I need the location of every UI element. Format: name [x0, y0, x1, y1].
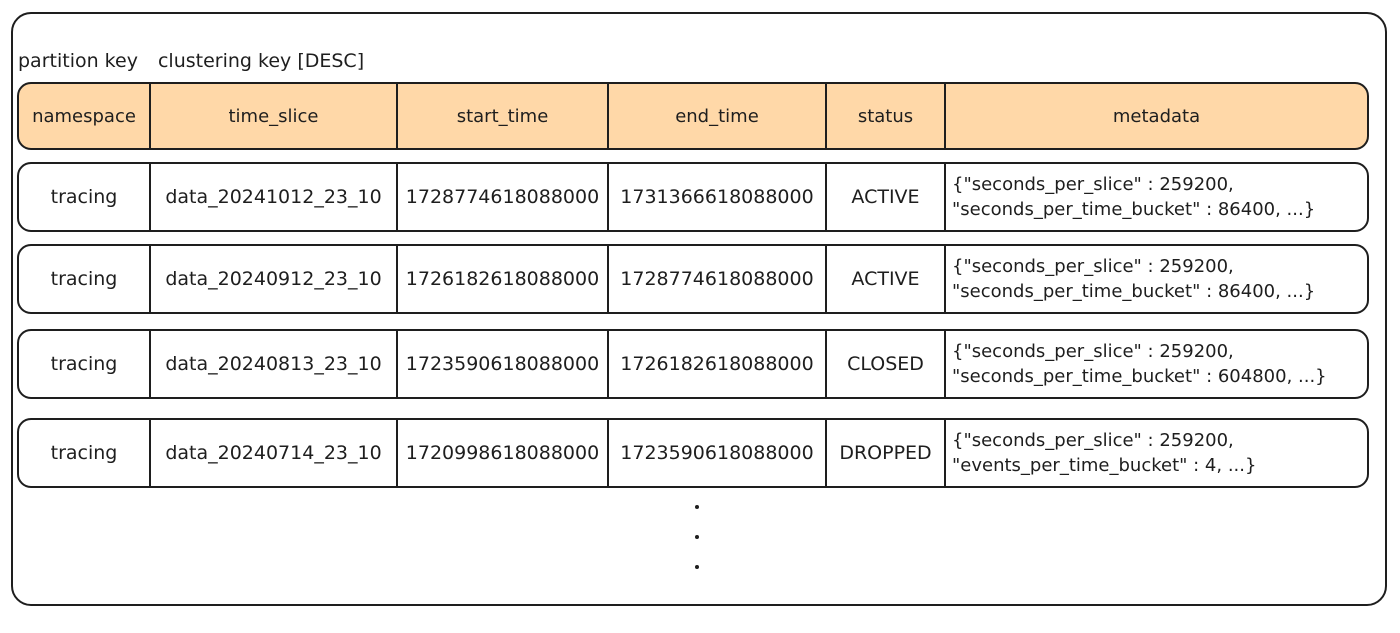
cell-metadata: {"seconds_per_slice" : 259200, "seconds_… [946, 164, 1367, 230]
ellipsis-dot [695, 535, 699, 539]
cell-start-time: 1723590618088000 [398, 331, 609, 397]
cell-start-time: 1720998618088000 [398, 420, 609, 486]
cell-metadata: {"seconds_per_slice" : 259200, "seconds_… [946, 246, 1367, 312]
cell-time-slice: data_20240813_23_10 [151, 331, 398, 397]
cell-time-slice: data_20240912_23_10 [151, 246, 398, 312]
partition-key-label: partition key [18, 50, 138, 72]
metadata-line: "seconds_per_time_bucket" : 86400, ...} [952, 199, 1316, 220]
table-row: tracing data_20240813_23_10 172359061808… [17, 329, 1369, 399]
cell-time-slice: data_20240714_23_10 [151, 420, 398, 486]
ellipsis-dot [695, 505, 699, 509]
column-header-end-time: end_time [609, 84, 827, 148]
column-header-time-slice: time_slice [151, 84, 398, 148]
cell-namespace: tracing [19, 331, 151, 397]
table-row: tracing data_20240912_23_10 172618261808… [17, 244, 1369, 314]
cell-start-time: 1726182618088000 [398, 246, 609, 312]
cell-namespace: tracing [19, 420, 151, 486]
metadata-line: {"seconds_per_slice" : 259200, [952, 430, 1234, 451]
cell-end-time: 1723590618088000 [609, 420, 827, 486]
diagram-frame [11, 12, 1387, 606]
table-header: namespace time_slice start_time end_time… [17, 82, 1369, 150]
cell-namespace: tracing [19, 246, 151, 312]
metadata-line: "seconds_per_time_bucket" : 86400, ...} [952, 281, 1316, 302]
table-row: tracing data_20240714_23_10 172099861808… [17, 418, 1369, 488]
column-header-metadata: metadata [1112, 105, 1201, 127]
metadata-line: "events_per_time_bucket" : 4, ...} [952, 455, 1257, 476]
table-row: tracing data_20241012_23_10 172877461808… [17, 162, 1369, 232]
cell-end-time: 1726182618088000 [609, 331, 827, 397]
cell-status: ACTIVE [827, 164, 946, 230]
cell-end-time: 1731366618088000 [609, 164, 827, 230]
cell-time-slice: data_20241012_23_10 [151, 164, 398, 230]
cell-metadata: {"seconds_per_slice" : 259200, "events_p… [946, 420, 1367, 486]
metadata-line: {"seconds_per_slice" : 259200, [952, 174, 1234, 195]
cell-status: ACTIVE [827, 246, 946, 312]
column-header-status: status [827, 84, 946, 148]
key-labels: partition key clustering key [DESC] [18, 50, 378, 72]
clustering-key-label: clustering key [DESC] [157, 50, 365, 72]
cell-start-time: 1728774618088000 [398, 164, 609, 230]
cell-namespace: tracing [19, 164, 151, 230]
metadata-line: "seconds_per_time_bucket" : 604800, ...} [952, 366, 1327, 387]
metadata-line: {"seconds_per_slice" : 259200, [952, 341, 1234, 362]
column-header-start-time: start_time [398, 84, 609, 148]
cell-status: CLOSED [827, 331, 946, 397]
metadata-line: {"seconds_per_slice" : 259200, [952, 256, 1234, 277]
cell-end-time: 1728774618088000 [609, 246, 827, 312]
continuation-ellipsis [695, 505, 705, 595]
cell-metadata: {"seconds_per_slice" : 259200, "seconds_… [946, 331, 1367, 397]
cell-status: DROPPED [827, 420, 946, 486]
column-header-namespace: namespace [19, 84, 151, 148]
ellipsis-dot [695, 565, 699, 569]
